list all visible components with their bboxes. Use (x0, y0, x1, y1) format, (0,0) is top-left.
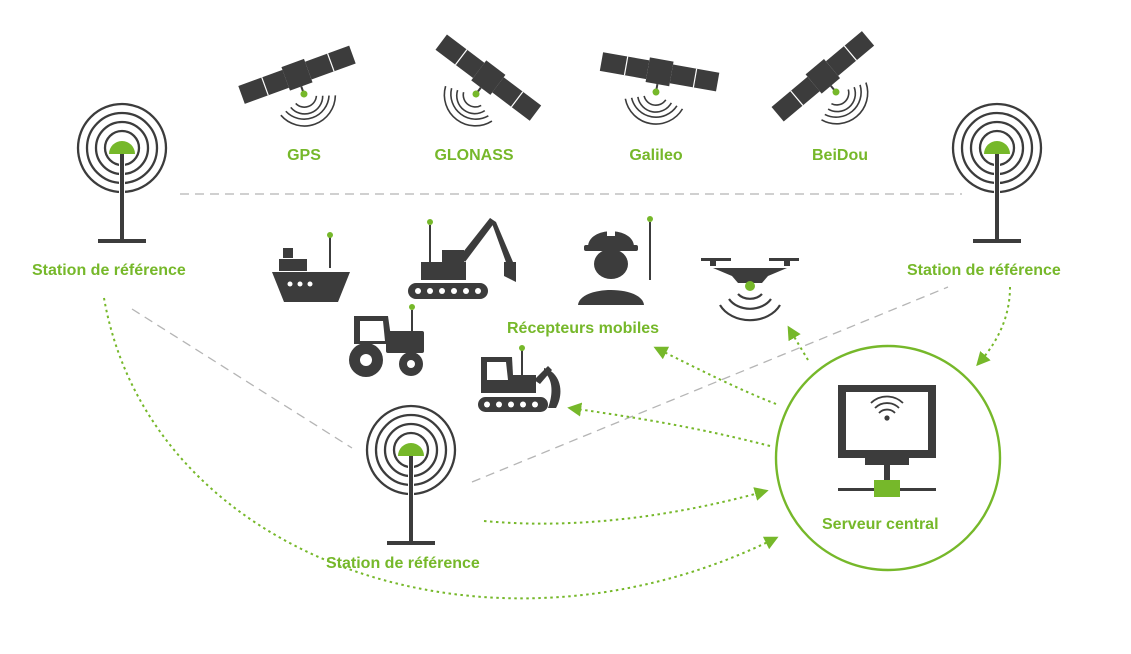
satellite-label-beidou: BeiDou (812, 147, 868, 164)
server-label: Serveur central (822, 516, 939, 533)
antenna-icon-bottom (365, 404, 457, 547)
satellite-icon-glonass (408, 31, 544, 157)
station-label-left: Station de référence (32, 262, 186, 279)
data-flow-arrows (103, 286, 1011, 600)
receivers-label: Récepteurs mobiles (507, 320, 660, 337)
station-label-right: Station de référence (907, 262, 1061, 279)
monitor-icon (838, 385, 936, 497)
satellite-icon-galileo (591, 48, 721, 135)
satellite-label-glonass: GLONASS (434, 147, 514, 164)
worker-icon (578, 216, 653, 305)
antenna-icon-left (76, 102, 168, 245)
ship-icon (272, 232, 350, 302)
drone-icon (701, 258, 799, 322)
tractor-icon (349, 304, 424, 377)
satellite-icon-gps (236, 41, 372, 146)
station-label-bottom: Station de référence (326, 555, 480, 572)
excavator-icon (408, 218, 516, 299)
satellite-label-galileo: Galileo (629, 147, 683, 164)
antenna-icon-right (951, 102, 1043, 245)
satellite-icon-beidou (768, 27, 903, 156)
satellite-label-gps: GPS (287, 147, 321, 164)
dashed-lines (131, 193, 962, 483)
bulldozer-icon (478, 345, 561, 412)
server-node (774, 344, 1002, 572)
